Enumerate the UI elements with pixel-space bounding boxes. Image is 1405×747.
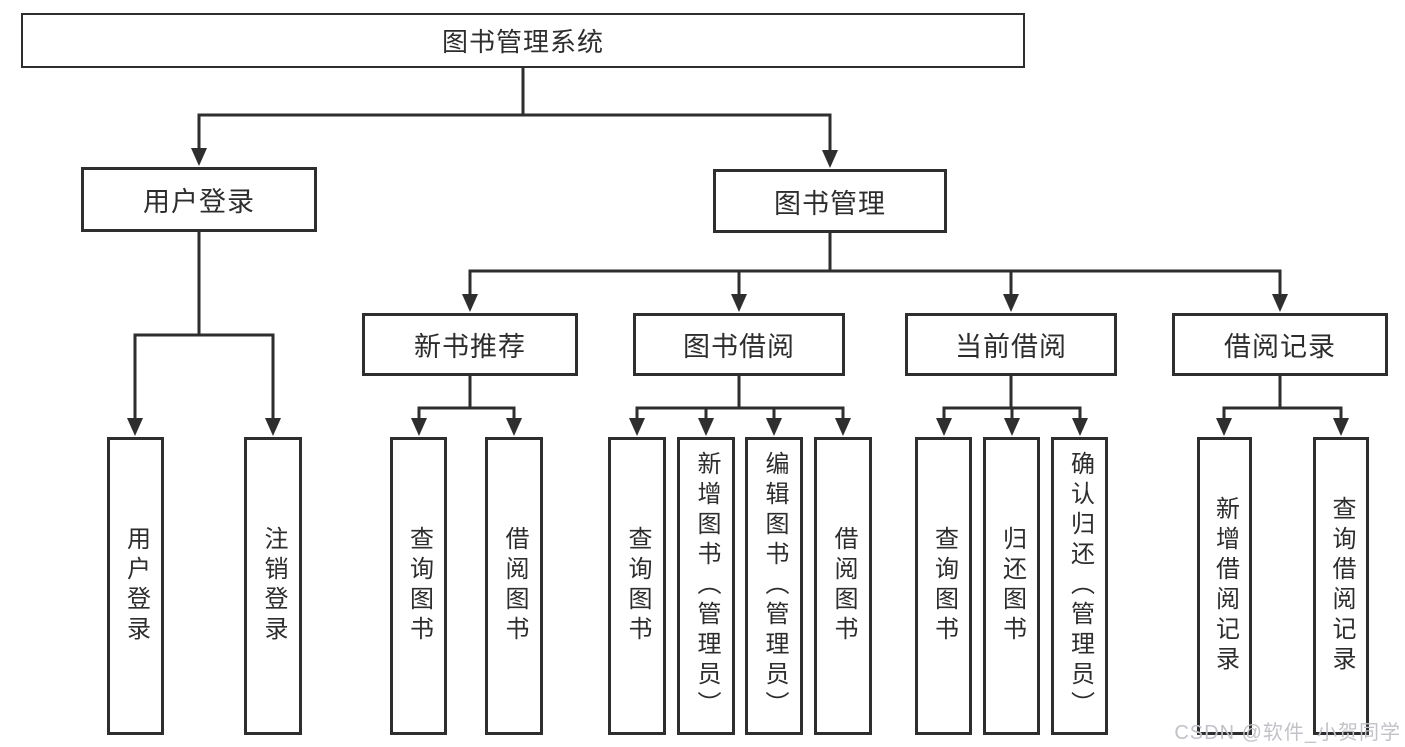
leaf-logout: 注销登录 [244, 437, 302, 735]
node-book-management: 图书管理 [713, 169, 947, 233]
leaf-add-borrow-record-label: 新增借阅记录 [1211, 496, 1239, 676]
leaf-query-books-current: 查询图书 [915, 437, 972, 735]
leaf-edit-books-admin: 编辑图书（管理员） [745, 437, 803, 735]
node-root-system: 图书管理系统 [21, 13, 1025, 68]
node-new-book-recommendation: 新书推荐 [362, 313, 578, 376]
csdn-watermark: CSDN @软件_小贺同学 [1174, 722, 1401, 744]
node-user-login: 用户登录 [81, 167, 317, 232]
leaf-borrow-books-recommendation-label: 借阅图书 [501, 526, 528, 646]
leaf-edit-books-admin-label: 编辑图书（管理员） [761, 451, 788, 721]
leaf-return-books: 归还图书 [983, 437, 1040, 735]
node-book-borrowing: 图书借阅 [633, 313, 845, 376]
leaf-borrow-books-borrowing: 借阅图书 [814, 437, 872, 735]
leaf-logout-label: 注销登录 [260, 526, 287, 646]
leaf-user-login-label: 用户登录 [122, 526, 150, 646]
leaf-query-borrow-record: 查询借阅记录 [1313, 437, 1369, 735]
leaf-query-books-borrowing: 查询图书 [608, 437, 666, 735]
leaf-confirm-return-admin-label: 确认归还（管理员） [1066, 451, 1094, 721]
leaf-borrow-books-recommendation: 借阅图书 [485, 437, 543, 735]
leaf-query-books-recommendation-label: 查询图书 [405, 526, 433, 646]
leaf-confirm-return-admin: 确认归还（管理员） [1051, 437, 1108, 735]
leaf-query-books-recommendation: 查询图书 [390, 437, 447, 735]
leaf-query-books-current-label: 查询图书 [930, 526, 958, 646]
leaf-add-books-admin-label: 新增图书（管理员） [693, 451, 720, 721]
leaf-query-books-borrowing-label: 查询图书 [624, 526, 651, 646]
leaf-add-borrow-record: 新增借阅记录 [1197, 437, 1252, 735]
leaf-add-books-admin: 新增图书（管理员） [677, 437, 735, 735]
leaf-return-books-label: 归还图书 [998, 526, 1026, 646]
node-current-borrowing: 当前借阅 [905, 313, 1117, 376]
leaf-user-login: 用户登录 [107, 437, 164, 735]
leaf-borrow-books-borrowing-label: 借阅图书 [830, 526, 857, 646]
leaf-query-borrow-record-label: 查询借阅记录 [1328, 496, 1355, 676]
node-borrowing-records: 借阅记录 [1172, 313, 1388, 376]
